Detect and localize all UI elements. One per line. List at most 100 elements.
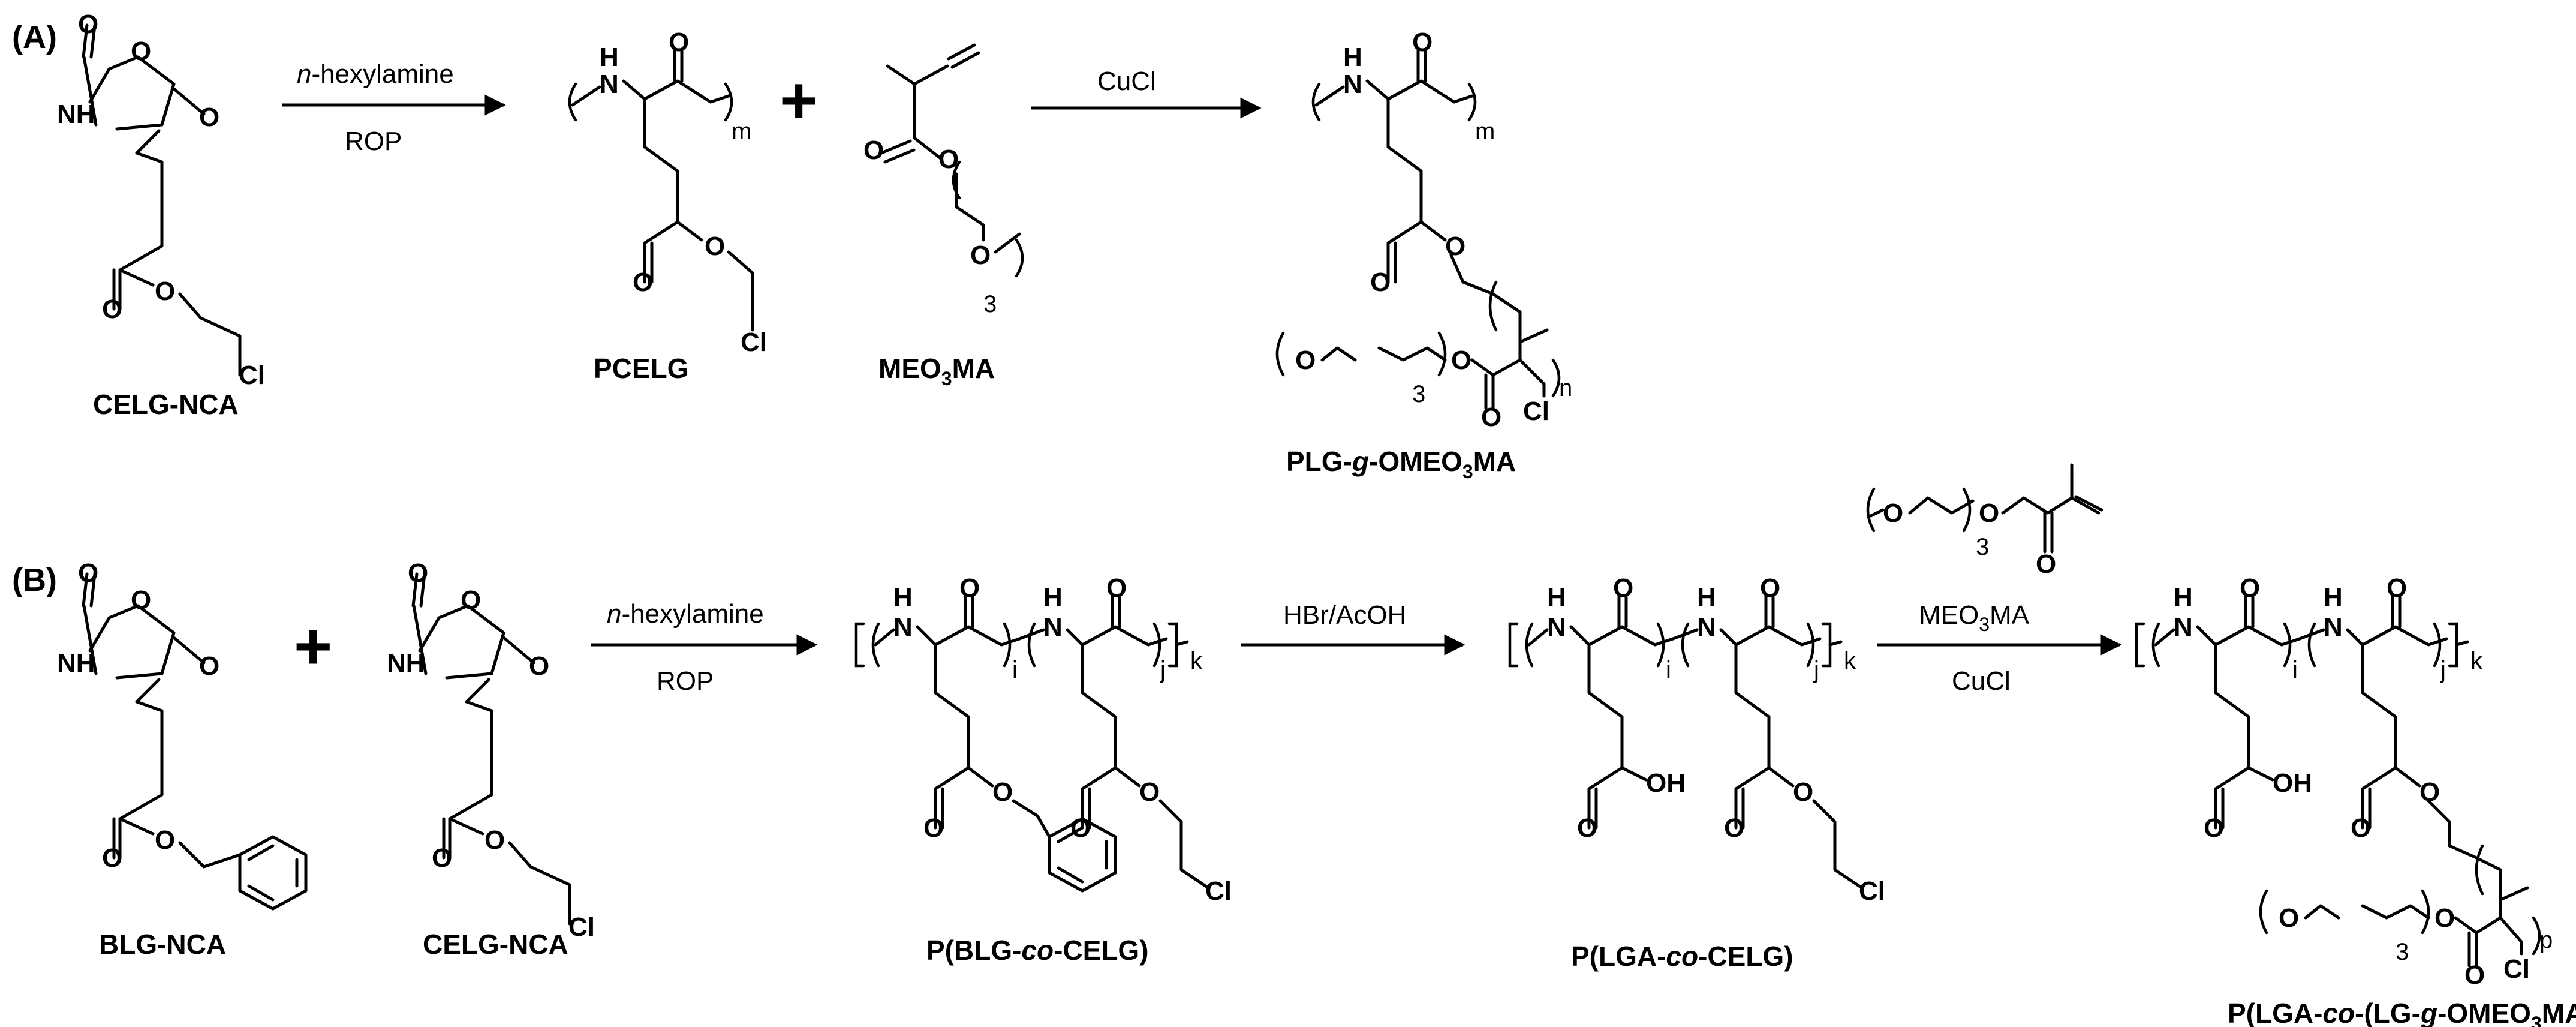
subscript-n: n <box>1559 375 1572 401</box>
arrow-a1-condition-top: n-hexylamine <box>297 59 454 89</box>
atom-o-carbonyl: O <box>2036 549 2056 579</box>
atom-o-ester: O <box>484 825 505 855</box>
pcelg-structure: H N O O O Cl m <box>568 28 767 357</box>
label-p-lga-co-celg: P(LGA-co-CELG) <box>1571 941 1793 972</box>
subscript-j: j <box>2440 657 2446 683</box>
atom-o-benzyl-carbonyl: O <box>923 813 944 843</box>
arrow-b1-condition-bottom: ROP <box>657 666 714 696</box>
atom-o-j: O <box>1106 573 1127 603</box>
atom-o-backbone: O <box>669 28 689 57</box>
atom-o-graft-ester: O <box>1451 346 1471 375</box>
label-celg-nca-a: CELG-NCA <box>93 389 239 420</box>
arrow-a2-condition-top: CuCl <box>1097 67 1156 96</box>
plg-g-omeo3ma-structure: H N O O O O O O Cl m n 3 <box>1275 28 1572 432</box>
atom-h-i: H <box>1547 582 1566 612</box>
atom-n-j: N <box>1043 612 1063 642</box>
subscript-m: m <box>732 118 751 145</box>
atom-cl: Cl <box>239 361 265 390</box>
atom-nh-ring: NH <box>57 100 95 129</box>
atom-o-celg-carbonyl: O <box>1724 813 1744 843</box>
atom-n-j: N <box>2324 612 2343 642</box>
atom-o-graft-ester: O <box>2434 903 2455 933</box>
label-meo3ma-a: MEO3MA <box>878 353 995 389</box>
atom-o-carbonyl: O <box>78 10 98 39</box>
atom-n-i: N <box>1547 612 1566 642</box>
subscript-j: j <box>1160 657 1166 683</box>
atom-o-ester-carbonyl: O <box>432 843 452 873</box>
atom-o-i: O <box>1613 573 1633 603</box>
atom-o-celg-ester: O <box>1793 777 1813 807</box>
atom-o-ester-carbonyl: O <box>633 268 653 297</box>
atom-o-i: O <box>959 573 980 603</box>
atom-h-j: H <box>1043 582 1063 612</box>
atom-cl: Cl <box>568 912 595 942</box>
arrow-b3-condition-top: MEO3MA <box>1919 600 2030 635</box>
atom-o-j: O <box>2387 573 2407 603</box>
atom-cl: Cl <box>741 328 767 357</box>
panel-label-a: (A) <box>12 19 57 55</box>
atom-o-ether: O <box>970 241 991 270</box>
atom-o-ester-carbonyl: O <box>102 843 122 873</box>
subscript-3: 3 <box>1976 534 1989 560</box>
atom-o-j: O <box>1760 573 1780 603</box>
subscript-k: k <box>1844 648 1856 674</box>
atom-o-ester-carbonyl: O <box>102 295 122 324</box>
subscript-3: 3 <box>983 291 997 317</box>
subscript-3: 3 <box>1412 381 1425 407</box>
subscript-i: i <box>1666 657 1671 683</box>
atom-o-ester: O <box>155 825 175 855</box>
label-blg-nca: BLG-NCA <box>99 929 226 960</box>
atom-n: N <box>1343 70 1362 99</box>
atom-o-ester: O <box>938 145 959 174</box>
meo3ma-reagent-structure: O O O 3 <box>1866 463 2103 579</box>
atom-cl: Cl <box>1205 876 1232 906</box>
atom-nh-ring: NH <box>57 648 95 678</box>
atom-o-ring: O <box>131 37 151 66</box>
atom-h-j: H <box>2324 582 2343 612</box>
subscript-m: m <box>1475 118 1495 145</box>
atom-o-ester: O <box>1979 499 1999 528</box>
subscript-3: 3 <box>2396 939 2409 965</box>
atom-cl: Cl <box>1859 876 1885 906</box>
celg-nca-structure-b: O O NH O O O Cl <box>387 558 595 942</box>
atom-o-carbonyl: O <box>863 136 884 165</box>
atom-o-graft-ether: O <box>2279 903 2299 933</box>
atom-o-carbonyl: O <box>408 558 428 588</box>
atom-o-celg-ester: O <box>1139 777 1160 807</box>
atom-n-j: N <box>1697 612 1716 642</box>
subscript-i: i <box>2292 657 2298 683</box>
atom-h: H <box>600 43 619 72</box>
atom-nh-ring: NH <box>387 648 425 678</box>
label-p-blg-co-celg: P(BLG-co-CELG) <box>926 935 1149 966</box>
atom-o-keto: O <box>199 651 219 681</box>
atom-o-ester: O <box>155 277 175 306</box>
atom-o-acid-carbonyl: O <box>1577 813 1597 843</box>
atom-o-graft-carbonyl: O <box>2464 960 2485 990</box>
label-p-lga-co-lg-g-omeo3ma: P(LGA-co-(LG-g-OMEO3MA)) <box>2228 998 2576 1027</box>
arrow-b3-condition-bottom: CuCl <box>1952 666 2011 696</box>
celg-nca-structure-a: O O NH O O O Cl <box>57 10 265 390</box>
atom-o-graft-carbonyl: O <box>1481 403 1501 432</box>
atom-o-benzyl-ester: O <box>992 777 1013 807</box>
p-blg-co-celg-structure: H N O H N O O O O O Cl i j k <box>854 573 1232 906</box>
p-lga-co-lg-g-omeo3ma-structure: H N O H N O O OH O O O O O Cl i j k p 3 <box>2135 573 2553 990</box>
atom-o-keto: O <box>199 103 219 132</box>
meo3ma-structure: O O O 3 <box>863 43 1024 317</box>
subscript-k: k <box>1190 648 1203 674</box>
atom-o-graft-ether: O <box>1295 346 1316 375</box>
label-plg-g-omeo3ma: PLG-g-OMEO3MA <box>1286 446 1516 482</box>
plus-sign-a: + <box>780 64 818 137</box>
label-pcelg: PCELG <box>594 353 688 384</box>
atom-n: N <box>600 70 619 99</box>
p-lga-co-celg-structure: H N O H N O O OH O O Cl i j k <box>1508 573 1885 906</box>
blg-nca-structure: O O NH O O O <box>57 558 308 911</box>
atom-o-keto: O <box>529 651 549 681</box>
atom-oh-acid: OH <box>2273 768 2312 798</box>
atom-n-i: N <box>893 612 913 642</box>
atom-o-ether: O <box>1883 499 1903 528</box>
arrow-b1-condition-top: n-hexylamine <box>607 599 764 629</box>
atom-o-ring: O <box>131 585 151 615</box>
atom-h: H <box>1343 43 1362 72</box>
atom-cl: Cl <box>2503 954 2530 984</box>
